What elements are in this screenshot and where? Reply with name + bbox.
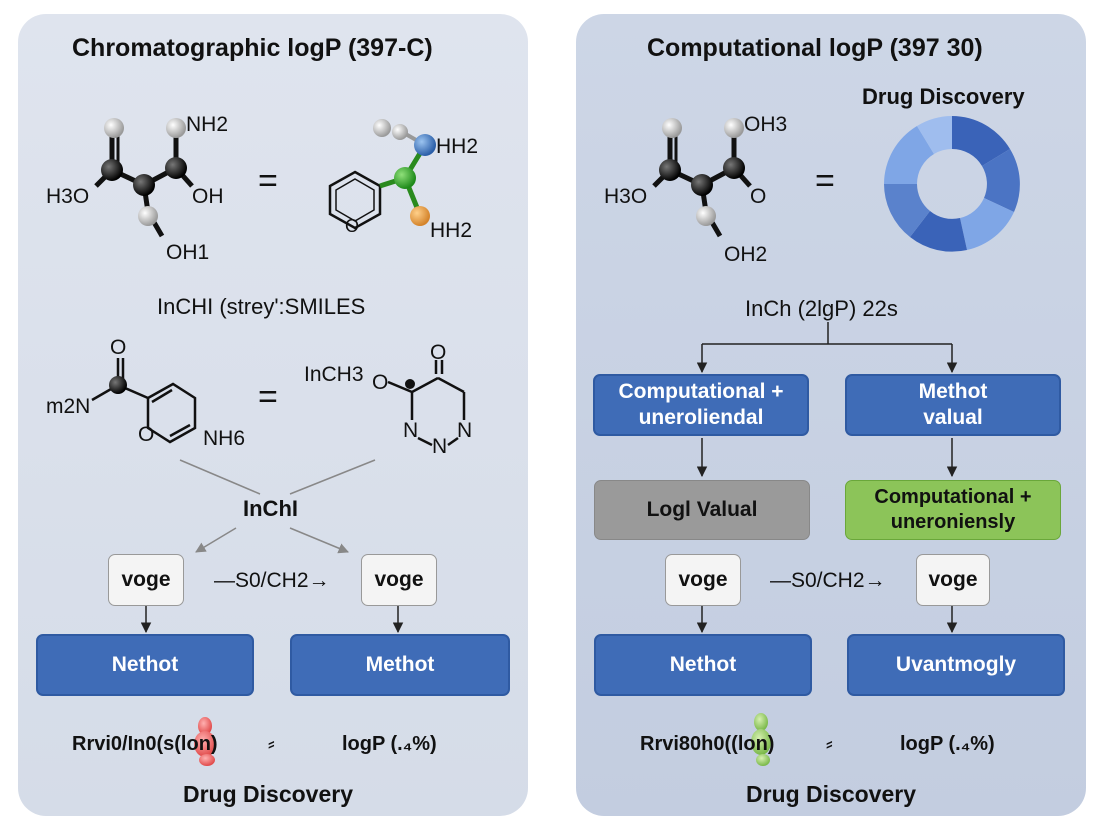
- right-box-methot: Methot valual: [845, 374, 1061, 436]
- left-mol3-label-a: O: [110, 336, 127, 359]
- right-box-computational-2: Computational + uneroniensly: [845, 480, 1061, 540]
- left-mol4-label-c: O: [430, 341, 447, 364]
- right-donut-chart: [884, 116, 1020, 252]
- right-footer-blob: [751, 713, 771, 766]
- right-box-computational-1: Computational + uneroliendal: [593, 374, 809, 436]
- right-mol1-label-c: O: [750, 185, 767, 208]
- right-box-computational-2-line2: uneroniensly: [890, 511, 1016, 533]
- left-node-right: voge: [361, 554, 437, 606]
- left-molecule-3: [91, 358, 197, 444]
- left-mol3-label-b: m2N: [46, 395, 91, 418]
- left-mol4-label-e: N: [432, 435, 448, 458]
- left-mol1-label-b: H3O: [46, 185, 90, 208]
- right-mol1-label-a: OH3: [744, 113, 788, 136]
- left-equals-1: =: [258, 162, 278, 200]
- right-mol1-label-d: OH2: [724, 243, 768, 266]
- right-donut-title: Drug Discovery: [862, 84, 1025, 109]
- left-box-nethot: Nethot: [36, 634, 254, 696]
- right-box-computational-1-line2: uneroliendal: [638, 406, 764, 429]
- left-footer-blob: [194, 717, 216, 766]
- right-molecule-1: [652, 118, 752, 238]
- right-box-nethot: Nethot: [594, 634, 812, 696]
- right-box-methot-line2: valual: [923, 406, 983, 429]
- left-mol4-label-f: N: [457, 419, 473, 442]
- left-footer-left: Rrvi0/In0(s(lon): [72, 733, 218, 755]
- right-bottom-label: Drug Discovery: [746, 781, 917, 807]
- right-title: Computational logP (397 30): [647, 34, 983, 62]
- left-mol1-label-a: NH2: [186, 113, 229, 136]
- left-title: Chromatographic logP (397-C): [72, 34, 433, 62]
- left-mol3-label-c: O: [138, 423, 155, 446]
- left-arrow-label: —S0/CH2→: [214, 569, 330, 592]
- left-node-left: voge: [108, 554, 184, 606]
- left-footer-sep: ⸗: [268, 733, 275, 755]
- left-subtitle: InCHI (strey':SMILES: [157, 294, 366, 319]
- right-node-left: voge: [665, 554, 741, 606]
- right-box-uvantmogly: Uvantmogly: [847, 634, 1065, 696]
- right-mol1-label-b: H3O: [604, 185, 648, 208]
- left-mol3-label-d: NH6: [203, 427, 246, 450]
- left-bottom-label: Drug Discovery: [183, 781, 354, 807]
- left-mol4-label-a: InCH3: [304, 363, 364, 386]
- right-node-right: voge: [916, 554, 990, 606]
- left-equals-2: =: [258, 378, 278, 416]
- left-box-methot: Methot: [290, 634, 510, 696]
- left-footer-right: logP (.₄%): [342, 733, 437, 755]
- left-center-label: InChI: [243, 496, 298, 521]
- left-mol2-label-b: HH2: [430, 219, 473, 242]
- left-mol2-label-a: HH2: [436, 135, 479, 158]
- left-mol4-label-d: N: [403, 419, 419, 442]
- right-footer-right: logP (.₄%): [900, 733, 995, 755]
- right-arrow-label: —S0/CH2→: [770, 569, 886, 592]
- left-mol1-label-c: OH: [192, 185, 224, 208]
- left-mol1-label-d: OH1: [166, 241, 210, 264]
- right-footer-left: Rrvi80h0((lon): [640, 733, 775, 755]
- left-molecule-4: [387, 360, 466, 447]
- left-mol2-ring-o: O: [345, 216, 360, 236]
- right-box-computational-1-line1: Computational +: [618, 379, 784, 403]
- right-subtitle: InCh (2lgP) 22s: [745, 296, 898, 321]
- right-footer-sep: ⸗: [826, 733, 833, 755]
- right-box-logl-valual: Logl Valual: [594, 480, 810, 540]
- right-box-computational-2-line1: Computational +: [874, 486, 1032, 508]
- left-molecule-1: [94, 118, 194, 238]
- right-equals: =: [815, 162, 835, 200]
- left-molecule-2: [328, 119, 436, 230]
- left-mol4-label-b: O: [372, 371, 389, 394]
- right-box-methot-line1: Methot: [918, 379, 988, 403]
